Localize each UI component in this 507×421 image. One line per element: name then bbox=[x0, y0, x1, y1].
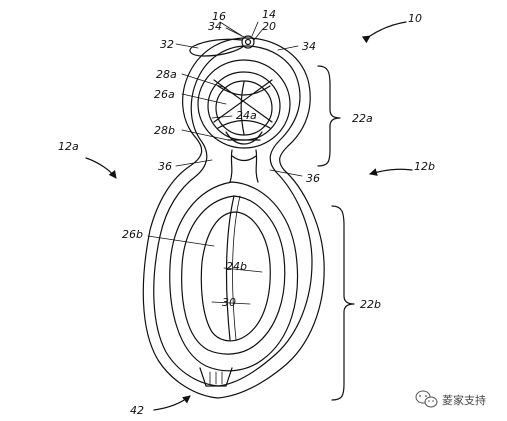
neck-tie bbox=[231, 155, 257, 162]
wechat-icon bbox=[415, 390, 438, 408]
leader-34-right bbox=[277, 45, 299, 51]
leader-32 bbox=[175, 43, 199, 49]
leader-34-left bbox=[225, 27, 247, 39]
label-14: 14 bbox=[262, 8, 276, 21]
label-26a: 26a bbox=[154, 88, 175, 101]
label-12a: 12a bbox=[58, 140, 79, 153]
outer-contour bbox=[142, 37, 325, 399]
arrows bbox=[85, 21, 413, 411]
leader-20 bbox=[253, 29, 263, 41]
label-36-left: 36 bbox=[158, 160, 172, 173]
label-34-right: 34 bbox=[302, 40, 316, 53]
brackets bbox=[317, 65, 355, 401]
reference-labels: 10 12a 12b 14 16 20 22a 22b 24a 24b 26a … bbox=[58, 8, 435, 417]
label-36-right: 36 bbox=[306, 172, 320, 185]
hinge bbox=[189, 35, 255, 57]
label-12b: 12b bbox=[414, 160, 435, 173]
bracket-22a bbox=[317, 65, 341, 167]
label-34-left: 34 bbox=[208, 20, 222, 33]
leader-24a bbox=[211, 115, 233, 119]
label-10: 10 bbox=[408, 12, 422, 25]
label-22a: 22a bbox=[352, 112, 373, 125]
arrow-10 bbox=[361, 21, 407, 44]
arrow-12a bbox=[85, 157, 117, 179]
upper-ring-outer bbox=[197, 59, 291, 149]
leader-36-right bbox=[269, 169, 303, 177]
label-24a: 24a bbox=[236, 109, 257, 122]
spring-arm bbox=[189, 38, 245, 57]
arrow-42 bbox=[153, 395, 191, 411]
upper-cross-2 bbox=[213, 79, 273, 123]
neck-right bbox=[255, 149, 259, 183]
upper-lobe bbox=[197, 59, 291, 149]
watermark-text: 菱家支持 bbox=[442, 393, 486, 407]
lower-tip-grip bbox=[209, 371, 223, 385]
lower-ring-outer bbox=[169, 181, 299, 372]
arrow-12b bbox=[369, 168, 413, 176]
lower-tip bbox=[199, 367, 233, 387]
lower-seam bbox=[225, 195, 235, 341]
leader-26a bbox=[181, 93, 227, 105]
label-32: 32 bbox=[160, 38, 174, 51]
hinge-pin-inner bbox=[244, 38, 252, 46]
leader-30 bbox=[211, 301, 251, 305]
upper-jaw-line bbox=[240, 81, 245, 135]
inner-rim-contour bbox=[153, 45, 313, 387]
leader-36-left bbox=[175, 159, 213, 167]
hinge-pin-outer bbox=[241, 35, 255, 49]
label-42: 42 bbox=[130, 404, 144, 417]
leader-16 bbox=[219, 21, 243, 37]
lower-ring-mid bbox=[181, 195, 286, 355]
label-30: 30 bbox=[222, 296, 236, 309]
leader-14 bbox=[251, 21, 259, 37]
label-26b: 26b bbox=[122, 228, 143, 241]
leader-28b bbox=[181, 129, 229, 141]
lower-lobe bbox=[169, 181, 299, 387]
neck-left bbox=[229, 149, 233, 183]
leader-lines bbox=[147, 21, 303, 305]
upper-lower-jaw bbox=[225, 131, 263, 145]
leader-28a bbox=[181, 73, 227, 89]
upper-opening bbox=[215, 80, 273, 136]
lower-seam-2 bbox=[232, 195, 241, 341]
neck bbox=[229, 149, 259, 183]
upper-arc-top bbox=[217, 85, 271, 96]
upper-arc-bottom bbox=[217, 119, 271, 129]
label-16: 16 bbox=[212, 10, 226, 23]
leader-24b bbox=[223, 267, 263, 273]
label-28b: 28b bbox=[154, 124, 175, 137]
label-28a: 28a bbox=[156, 68, 177, 81]
lower-opening bbox=[200, 211, 271, 342]
watermark: 菱家支持 bbox=[415, 390, 486, 408]
bracket-22b bbox=[331, 205, 355, 401]
leader-26b bbox=[147, 235, 215, 247]
label-22b: 22b bbox=[360, 298, 381, 311]
label-24b: 24b bbox=[226, 260, 247, 273]
label-20: 20 bbox=[262, 20, 276, 33]
